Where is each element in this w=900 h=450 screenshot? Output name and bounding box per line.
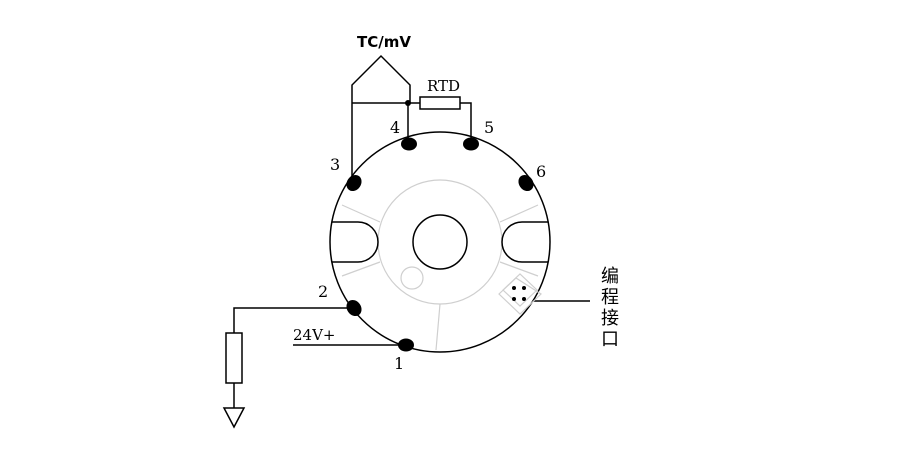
terminal-5-label: 5 — [484, 118, 494, 137]
programming-port-block — [498, 273, 542, 315]
small-hole — [400, 266, 424, 290]
terminal-3-label: 3 — [330, 155, 340, 174]
terminal-pad-2 — [346, 299, 362, 317]
terminal-pad-6 — [518, 174, 534, 192]
terminal-pad-3 — [346, 174, 362, 192]
terminal-4-label: 4 — [390, 118, 400, 137]
programming-port-label: 编程接口 — [601, 266, 619, 350]
center-hole — [412, 214, 468, 270]
wire-terminal-2 — [233, 307, 352, 333]
rtd-resistor — [419, 96, 461, 110]
right-mount-slot — [501, 221, 548, 263]
terminal-6-label: 6 — [536, 162, 546, 181]
terminal-pad-4 — [401, 137, 417, 151]
ground-icon — [222, 407, 246, 429]
left-mount-slot — [332, 221, 379, 263]
terminal-1-label: 1 — [394, 354, 404, 373]
load-resistor — [225, 332, 243, 384]
transmitter-body — [329, 131, 551, 353]
thermocouple-symbol — [351, 54, 411, 103]
rtd-label: RTD — [427, 77, 460, 95]
tc-mv-label: TC/mV — [357, 33, 411, 51]
terminal-pad-1 — [398, 338, 414, 352]
terminal-pad-5 — [463, 137, 479, 151]
supply-label: 24V+ — [293, 326, 336, 344]
terminal-2-label: 2 — [318, 282, 328, 301]
wire-rtd-right — [460, 102, 472, 140]
junction-dot — [405, 100, 411, 106]
